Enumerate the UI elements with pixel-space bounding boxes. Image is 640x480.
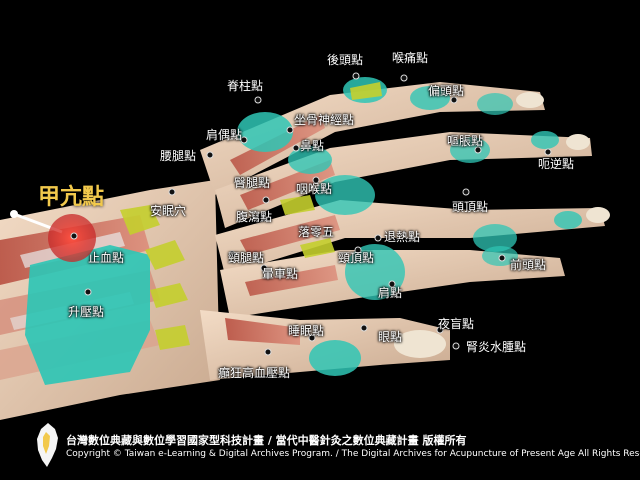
point-label-outong: 嘔脹點: [447, 134, 484, 148]
point-label-zhixue: 止血點: [88, 251, 125, 265]
point-label-yanhou: 咽喉點: [296, 182, 333, 196]
point-label-fuxie: 腹瀉點: [236, 210, 273, 224]
point-label-bi: 鼻點: [300, 139, 325, 153]
point-label-jizhu: 脊柱點: [227, 79, 264, 93]
taiwan-map-logo: [37, 423, 58, 467]
thumb: [200, 310, 450, 380]
finger-top: [200, 77, 545, 195]
acupoint-dots: [70, 72, 552, 356]
finger-third: [215, 175, 610, 275]
point-label-jianou: 肩偶點: [206, 128, 243, 142]
point-label-luozhen: 落零五: [298, 225, 335, 239]
point-label-zuogu: 坐骨神經點: [294, 113, 355, 127]
point-label-eni: 呃逆點: [538, 157, 575, 171]
point-label-yaotui: 腰腿點: [160, 149, 197, 163]
point-label-jingding: 頸頂點: [338, 251, 375, 265]
point-label-houtong: 喉痛點: [392, 51, 429, 65]
point-label-anmian: 安眠穴: [150, 204, 187, 218]
point-label-shengya: 升壓點: [68, 305, 105, 319]
point-label-yan: 眼點: [378, 330, 403, 344]
point-label-shenyan: 腎炎水腫點: [466, 340, 527, 354]
palm-cartilage: [25, 245, 150, 385]
tendons: [120, 82, 382, 350]
footer-copyright-chinese: 台灣數位典藏與數位學習國家型科技計畫 / 當代中醫針灸之數位典藏計畫 版權所有: [66, 434, 467, 447]
point-label-jian: 肩點: [378, 286, 403, 300]
point-label-yemang: 夜盲點: [438, 317, 475, 331]
point-label-diankuang: 癲狂高血壓點: [218, 366, 291, 380]
point-label-shuimian: 睡眠點: [288, 324, 325, 338]
point-label-jingtui: 頸腿點: [228, 251, 265, 265]
point-label-touding: 頭頂點: [452, 200, 489, 214]
point-label-tuntui: 臀腿點: [234, 176, 271, 190]
point-label-tuire: 退熱點: [384, 230, 421, 244]
highlight-label: 甲亢點: [38, 185, 105, 210]
point-label-piantou: 偏頭點: [428, 84, 465, 98]
point-label-qiantou: 前頭點: [510, 258, 547, 272]
point-label-houtou: 後頭點: [327, 53, 364, 67]
footer-copyright-english: Copyright © Taiwan e-Learning & Digital …: [66, 449, 640, 459]
point-label-yunche: 暈車點: [262, 267, 299, 281]
